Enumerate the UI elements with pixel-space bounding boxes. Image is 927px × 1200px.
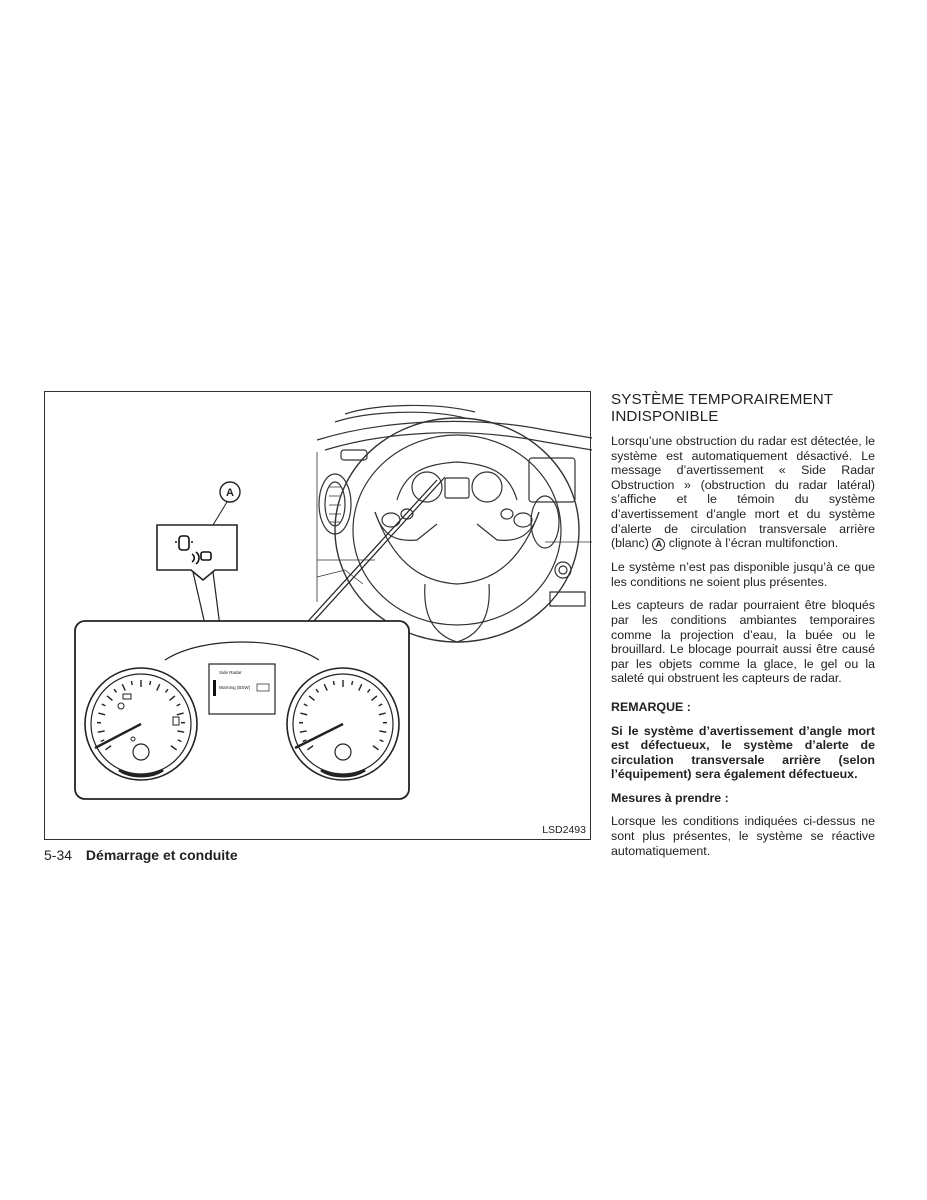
callout-label: A [226, 487, 234, 499]
gauge-tick [299, 730, 307, 733]
gauge-tick [358, 683, 363, 691]
dashboard-drawing: A Side Radar Warning (BSW) [74, 404, 592, 800]
gauge-tick [176, 712, 184, 716]
gauge-tick [106, 695, 113, 701]
gauge-tick [379, 739, 384, 743]
gauge-tick [372, 745, 380, 751]
gauge-tick [130, 680, 133, 686]
section-heading: SYSTÈME TEMPORAIREMENT INDISPONIBLE [611, 391, 833, 425]
dashboard-illustration: A Side Radar Warning (BSW) [44, 391, 592, 840]
gauge-tick [332, 680, 335, 686]
gauge-tick [303, 703, 308, 707]
gauge-tick [366, 688, 371, 693]
figure-code: LSD2493 [542, 824, 586, 836]
text-column: SYSTÈME TEMPORAIREMENT INDISPONIBLE Lors… [611, 391, 875, 867]
gauge-tick [378, 703, 383, 707]
gauge-tick [100, 739, 105, 743]
gauge-tick [371, 695, 378, 701]
gauge-tick [315, 688, 320, 693]
paragraph-unavailable: Le système n’est pas disponible jusqu’à … [611, 560, 875, 589]
gauge-tick [121, 683, 126, 691]
mesures-label: Mesures à prendre : [611, 790, 729, 805]
gauge-tick [113, 688, 118, 693]
gauge-tick [378, 712, 386, 716]
gauge-tick [302, 739, 307, 743]
screen-line1: Side Radar [219, 670, 242, 675]
gauge-tick [104, 745, 112, 751]
page-number: 5-34 [44, 847, 73, 863]
mesures-text: Lorsque les conditions indiquées ci-dess… [611, 814, 875, 858]
gauge-tick [300, 712, 308, 716]
gauge-tick [351, 680, 354, 686]
page-footer: 5-34 Démarrage et conduite [44, 847, 238, 863]
gauge-tick [306, 745, 314, 751]
remarque-text: Si le système d’avertissement d’angle mo… [611, 723, 875, 782]
gauge-tick [98, 712, 106, 716]
gauge-tick [164, 688, 169, 693]
paragraph-sensors: Les capteurs de radar pourraient être bl… [611, 598, 875, 686]
gauge-tick [177, 730, 185, 733]
gauge-tick [149, 680, 152, 686]
gauge-tick [101, 703, 106, 707]
paragraph-obstruction: Lorsqu’une obstruction du radar est déte… [611, 434, 875, 552]
screen-line2: Warning (BSW) [219, 685, 251, 690]
paragraph-obstruction-start: Lorsqu’une obstruction du radar est déte… [611, 434, 875, 551]
gauge-tick [169, 695, 176, 701]
gauge-tick [308, 695, 315, 701]
gauge-tick [170, 745, 178, 751]
section-title: Démarrage et conduite [85, 847, 238, 863]
gauge-tick [156, 683, 161, 691]
gauge-tick [379, 730, 387, 733]
gauge-tick [176, 703, 181, 707]
gauge-tick [323, 683, 328, 691]
paragraph-obstruction-end: clignote à l’écran multifonction. [668, 536, 839, 551]
gauge-tick [97, 730, 105, 733]
callout-a-marker: A [652, 538, 666, 552]
remarque-label: REMARQUE : [611, 699, 691, 714]
gauge-tick [177, 739, 182, 743]
